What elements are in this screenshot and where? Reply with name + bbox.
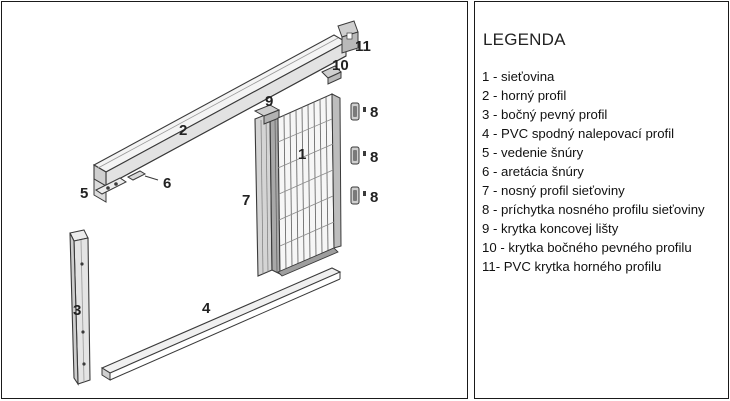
legend-item: 1 - sieťovina	[482, 69, 555, 84]
callout-end-cap: 9	[265, 93, 273, 110]
callout-mesh: 1	[298, 146, 306, 163]
side-profile	[69, 229, 91, 386]
callout-top-profile: 2	[179, 122, 187, 139]
callout-clip-2: 8	[370, 149, 378, 166]
legend-item: 4 - PVC spodný nalepovací profil	[482, 126, 675, 141]
bottom-profile	[100, 267, 342, 381]
legend-item: 10 - krytka bočného pevného profilu	[482, 240, 692, 255]
legend-item: 8 - príchytka nosného profilu sieťoviny	[482, 202, 705, 217]
callout-carrier-profile: 7	[242, 192, 250, 209]
legend-item: 6 - aretácia šnúry	[482, 164, 584, 179]
top-profile-cap	[337, 20, 359, 54]
callout-bottom-profile: 4	[202, 300, 211, 317]
callout-side-cap: 10	[332, 57, 349, 74]
carrier-clip	[350, 102, 366, 121]
carrier-clip	[350, 146, 366, 165]
legend-list: 1 - sieťovina 2 - horný profil 3 - bočný…	[482, 67, 705, 276]
legend-item: 9 - krytka koncovej lišty	[482, 221, 619, 236]
mesh-carrier-profile	[254, 111, 281, 277]
callout-cord-guide: 5	[80, 185, 88, 202]
legend-title: LEGENDA	[483, 30, 566, 49]
end-rail-cap	[253, 104, 281, 125]
callout-clip-3: 8	[370, 189, 378, 206]
legend-item: 7 - nosný profil sieťoviny	[482, 183, 625, 198]
carrier-clip	[350, 186, 366, 205]
legend-item: 2 - horný profil	[482, 88, 567, 103]
callout-cord-lock: 6	[163, 175, 171, 192]
legend-panel: LEGENDA 1 - sieťovina 2 - horný profil 3…	[474, 1, 729, 399]
pleated-mesh	[277, 93, 342, 277]
legend-item: 3 - bočný pevný profil	[482, 107, 608, 122]
side-profile-cap	[321, 65, 342, 85]
callout-top-cap: 11	[355, 38, 371, 55]
cord-lock	[126, 170, 159, 181]
callout-side-profile: 3	[73, 302, 81, 319]
callout-clip-1: 8	[370, 104, 378, 121]
legend-item: 5 - vedenie šnúry	[482, 145, 584, 160]
exploded-diagram: 1 2 3 4 5 6 7 8 8 8 9 10 11	[69, 20, 378, 386]
top-profile	[92, 34, 348, 203]
cord-guide	[95, 177, 127, 195]
diagram-panel: 1 2 3 4 5 6 7 8 8 8 9 10 11	[1, 1, 468, 399]
legend-item: 11- PVC krytka horného profilu	[482, 259, 662, 274]
